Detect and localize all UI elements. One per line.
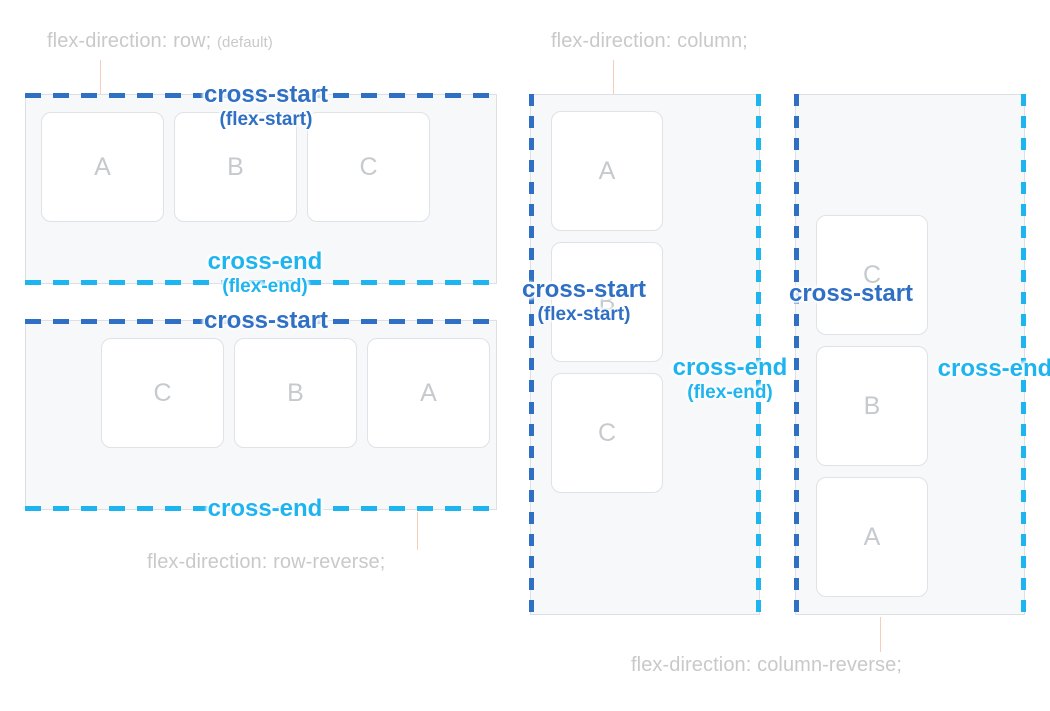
cross-end-text: cross-end [207, 248, 323, 275]
cross-start-edge-row-reverse [25, 319, 497, 324]
cross-start-text: cross-start [203, 81, 329, 108]
cross-end-label-column: cross-end (flex-end) [672, 354, 788, 405]
caption-row-text: flex-direction: row; [47, 30, 212, 52]
flex-item-row-reverse-a: A [367, 338, 490, 448]
flex-item-letter: C [153, 378, 172, 407]
caption-column-text: flex-direction: column; [551, 30, 748, 52]
flex-container-row: A B C [25, 93, 497, 285]
flex-item-letter: B [598, 287, 616, 316]
flex-item-letter: A [420, 378, 437, 407]
cross-start-text: cross-start [203, 307, 329, 334]
cross-start-edge-column-reverse [794, 94, 799, 615]
flex-item-column-reverse-b: B [816, 346, 928, 466]
flex-item-letter: C [597, 418, 617, 447]
cross-end-edge-row-reverse [25, 506, 497, 511]
flex-item-letter: B [863, 391, 881, 420]
cross-start-label-column: cross-start (flex-start) [505, 276, 663, 327]
cross-end-label-row: cross-end (flex-end) [165, 248, 365, 299]
cross-start-edge-column [529, 94, 534, 615]
cross-end-label-column-reverse: cross-end [937, 355, 1050, 383]
caption-row-note: (default) [216, 34, 273, 51]
leader-line-column-reverse [880, 617, 881, 652]
flex-item-letter: A [94, 152, 111, 181]
flex-item-row-reverse-b: B [234, 338, 357, 448]
flex-item-column-c: C [551, 373, 663, 493]
cross-start-text: cross-start [521, 276, 647, 303]
caption-column-reverse-text: flex-direction: column-reverse; [631, 654, 902, 676]
flex-start-text: (flex-start) [219, 109, 313, 131]
flex-item-letter: A [863, 522, 881, 551]
flex-container-column: A B C [529, 94, 761, 615]
caption-flex-direction-row-reverse: flex-direction: row-reverse; [147, 551, 385, 574]
leader-line-row [100, 60, 101, 94]
cross-end-edge-column [756, 94, 761, 615]
flex-item-column-reverse-c: C [816, 215, 928, 335]
cross-start-label-row-reverse: cross-start [166, 307, 366, 335]
flex-item-letter: B [227, 152, 244, 181]
flex-container-row-reverse: C B A [25, 319, 497, 511]
flex-item-letter: C [359, 152, 378, 181]
cross-end-label-row-reverse: cross-end [165, 495, 365, 523]
leader-line-column [613, 60, 614, 94]
flex-item-row-reverse-c: C [101, 338, 224, 448]
flex-item-column-reverse-a: A [816, 477, 928, 597]
flex-end-text: (flex-end) [687, 382, 773, 404]
leader-line-row-reverse [417, 512, 418, 550]
cross-end-edge-row [25, 280, 497, 285]
caption-flex-direction-column: flex-direction: column; [551, 30, 748, 53]
cross-end-text: cross-end [207, 495, 323, 522]
flex-item-row-b: B [174, 112, 297, 222]
flex-start-text: (flex-start) [537, 304, 631, 326]
flex-item-letter: B [287, 378, 304, 407]
flex-item-row-a: A [41, 112, 164, 222]
cross-end-text: cross-end [672, 354, 788, 381]
cross-start-label-column-reverse: cross-start [772, 280, 930, 308]
flex-item-letter: A [598, 156, 616, 185]
flex-end-text: (flex-end) [222, 276, 308, 298]
caption-flex-direction-row: flex-direction: row; (default) [47, 30, 273, 53]
flex-container-column-reverse: C B A [794, 94, 1026, 615]
cross-end-edge-column-reverse [1021, 94, 1026, 615]
flex-item-column-a: A [551, 111, 663, 231]
caption-flex-direction-column-reverse: flex-direction: column-reverse; [631, 654, 902, 677]
cross-start-text: cross-start [788, 280, 914, 307]
flex-item-letter: C [862, 260, 882, 289]
flex-item-row-c: C [307, 112, 430, 222]
cross-start-edge-row [25, 93, 497, 98]
cross-start-label-row: cross-start (flex-start) [166, 81, 366, 132]
caption-row-reverse-text: flex-direction: row-reverse; [147, 551, 386, 573]
cross-end-text: cross-end [937, 355, 1050, 382]
flex-item-column-b: B [551, 242, 663, 362]
